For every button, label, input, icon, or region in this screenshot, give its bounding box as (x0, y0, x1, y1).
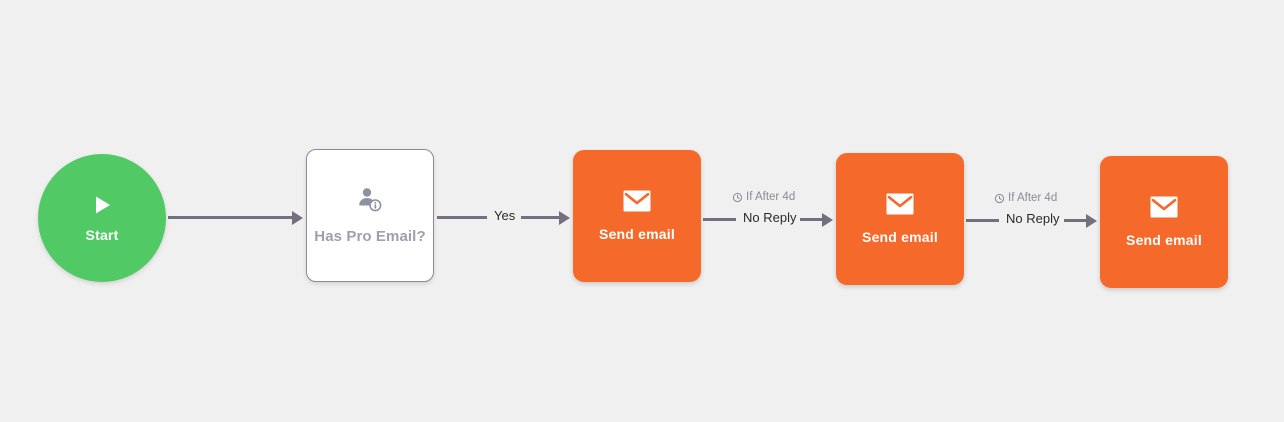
edge-decision-to-email1-segment-left[interactable] (437, 216, 487, 219)
node-send-email-label: Send email (862, 229, 938, 245)
node-start[interactable]: Start (38, 154, 166, 282)
edge-email1-to-email2-segment-left[interactable] (703, 218, 736, 221)
edge-sublabel-text: If After 4d (746, 191, 796, 203)
node-start-label: Start (85, 227, 119, 243)
clock-icon (994, 193, 1005, 204)
play-icon (90, 193, 114, 217)
clock-icon (732, 192, 743, 203)
arrow-head-icon (822, 213, 833, 227)
edge-label-no-reply: No Reply (1001, 211, 1065, 226)
node-send-email-3[interactable]: Send email (1100, 156, 1228, 288)
edge-label-no-reply: No Reply (738, 210, 802, 225)
node-send-email-label: Send email (1126, 232, 1202, 248)
envelope-icon (623, 190, 651, 212)
edge-sublabel-text: If After 4d (1008, 192, 1058, 204)
node-send-email-1[interactable]: Send email (573, 150, 701, 282)
edge-sublabel-delay: If After 4d (732, 191, 795, 204)
edge-email2-to-email3-segment-left[interactable] (966, 219, 999, 222)
edge-start-to-decision[interactable] (168, 216, 292, 219)
node-has-pro-email[interactable]: Has Pro Email? (306, 149, 434, 282)
arrow-head-icon (292, 211, 303, 225)
arrow-head-icon (559, 211, 570, 225)
edge-email2-to-email3-segment-right[interactable] (1064, 219, 1086, 222)
envelope-icon (1150, 196, 1178, 218)
edge-label-yes: Yes (489, 208, 521, 223)
edge-sublabel-delay: If After 4d (994, 192, 1057, 205)
arrow-head-icon (1086, 214, 1097, 228)
node-send-email-label: Send email (599, 226, 675, 242)
envelope-icon (886, 193, 914, 215)
node-has-pro-email-label: Has Pro Email? (314, 228, 426, 245)
person-info-icon (356, 186, 384, 214)
node-send-email-2[interactable]: Send email (836, 153, 964, 285)
edge-email1-to-email2-segment-right[interactable] (800, 218, 822, 221)
edge-decision-to-email1-segment-right[interactable] (521, 216, 559, 219)
